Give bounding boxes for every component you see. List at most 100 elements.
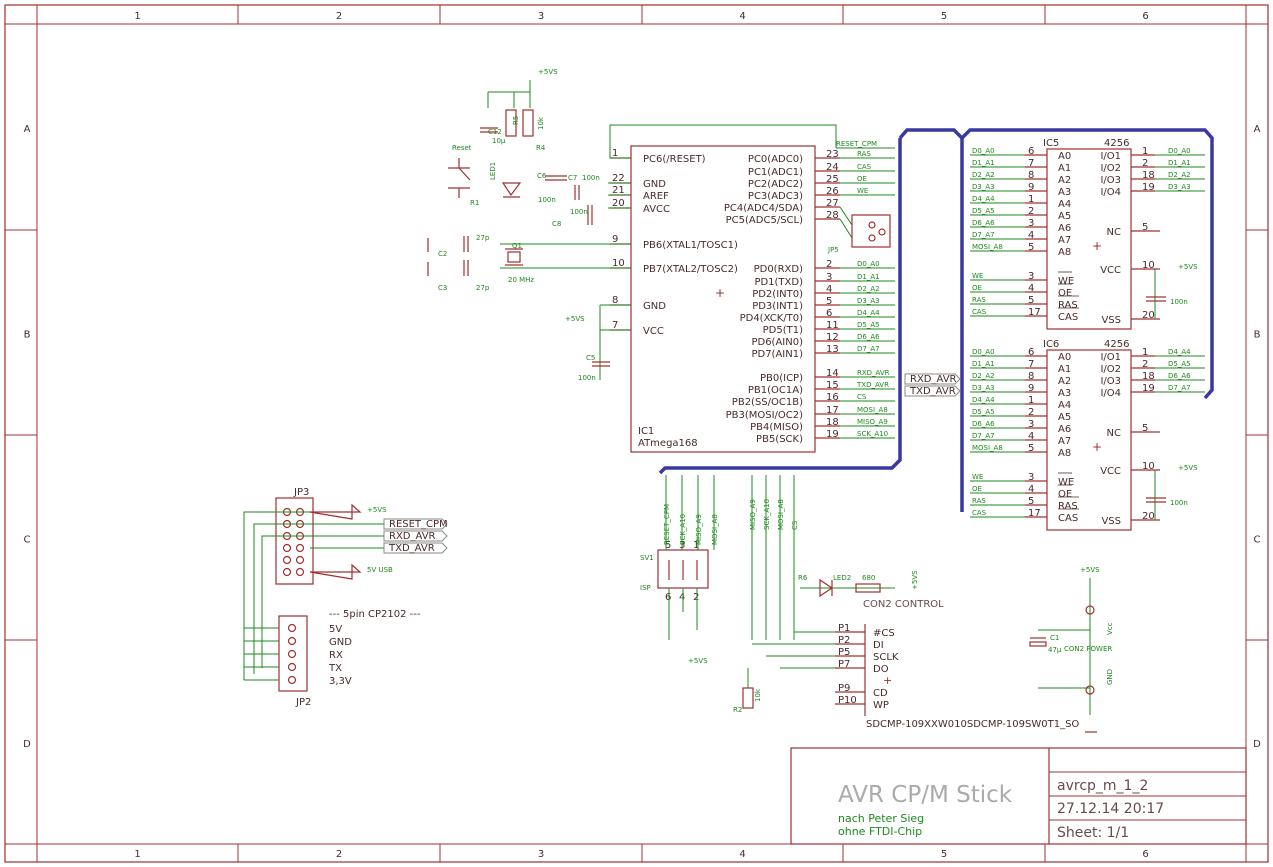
mcu-pin-number: 11 bbox=[826, 320, 839, 331]
mcu-pin-number: 14 bbox=[826, 368, 839, 379]
dram-pin-number: 5 bbox=[1028, 242, 1034, 253]
supply-label: +5VS bbox=[1178, 263, 1198, 271]
net-label: WE bbox=[857, 187, 868, 195]
row-label-right: A bbox=[1254, 124, 1261, 135]
dram-pin-number: 20 bbox=[1142, 310, 1155, 321]
dram-pin-number: 2 bbox=[1142, 158, 1148, 169]
row-label-left: B bbox=[24, 330, 31, 341]
dram-pin-number: 6 bbox=[1028, 146, 1034, 157]
sd-pin-number: P2 bbox=[838, 635, 850, 646]
isp-net-label: MISO_A9 bbox=[695, 514, 703, 545]
decoupling-cap-value: 100n bbox=[1170, 499, 1188, 507]
title-block: AVR CP/M Stick nach Peter Sieg ohne FTDI… bbox=[790, 747, 1247, 845]
dram-pin-number: 3 bbox=[1028, 271, 1034, 282]
dram-addr-pin: A2 bbox=[1058, 175, 1071, 186]
dram-pin-number: 9 bbox=[1028, 383, 1034, 394]
mcu-pin-name: PC0(ADC0) bbox=[748, 154, 803, 165]
dram-name: IC6 bbox=[1043, 339, 1059, 350]
r6-value: 680 bbox=[862, 574, 875, 582]
mcu-pin-number: 4 bbox=[826, 284, 832, 295]
dram-pin-number: 1 bbox=[1142, 146, 1148, 157]
dram-type: 4256 bbox=[1104, 339, 1129, 350]
c2-label: C2 bbox=[438, 250, 447, 258]
dram-io-pin: I/O3 bbox=[1100, 376, 1121, 387]
row-label-left: A bbox=[24, 124, 31, 135]
mcu-pin-number: 25 bbox=[826, 174, 839, 185]
mcu-pin-number: 9 bbox=[612, 234, 618, 245]
mcu-pin-number: 6 bbox=[826, 308, 832, 319]
isp-pin-number: 5 bbox=[665, 540, 671, 551]
jp3-net-flag: RESET_CPM bbox=[389, 519, 448, 530]
mcu-pin-number: 22 bbox=[612, 173, 625, 184]
dram-ctrl-pin: WE bbox=[1058, 477, 1074, 488]
net-label: RXD_AVR bbox=[857, 369, 890, 377]
sd-pin-name: DI bbox=[873, 640, 884, 651]
net-label: D3_A3 bbox=[972, 183, 995, 191]
mcu-name: IC1 bbox=[638, 426, 654, 437]
net-label: SCK_A10 bbox=[857, 430, 888, 438]
project-title: AVR CP/M Stick bbox=[838, 782, 1013, 808]
reset-clock-circuit: +5VS R5 R4 10k C12 10µ Reset R1 LED1 C6 … bbox=[427, 68, 610, 382]
power-supply: +5VS bbox=[1080, 566, 1100, 574]
net-label: RAS bbox=[972, 497, 986, 505]
mcu-pin-number: 7 bbox=[612, 320, 618, 331]
sd-pin-name: SCLK bbox=[873, 652, 899, 663]
dram-pin-number: 2 bbox=[1028, 206, 1034, 217]
sd-pin-name: WP bbox=[873, 700, 889, 711]
r5-label: R5 bbox=[512, 116, 520, 125]
net-label: D5_A5 bbox=[972, 207, 995, 215]
dram-pin-number: 17 bbox=[1028, 508, 1041, 519]
dram-pin-number: 4 bbox=[1028, 283, 1034, 294]
column-label-top: 4 bbox=[739, 11, 745, 22]
mcu-pin-number: 15 bbox=[826, 380, 839, 391]
c8-label: C8 bbox=[552, 220, 561, 228]
net-label: D0_A0 bbox=[1168, 147, 1191, 155]
net-label: D5_A5 bbox=[1168, 360, 1191, 368]
dram-pin-number: 3 bbox=[1028, 218, 1034, 229]
mcu-pin-number: 17 bbox=[826, 405, 839, 416]
dram-pin-number: 4 bbox=[1028, 484, 1034, 495]
net-label: D3_A3 bbox=[1168, 183, 1191, 191]
mcu-pin-name: AREF bbox=[643, 191, 669, 202]
column-label-bottom: 2 bbox=[336, 849, 342, 860]
led2-label: LED2 bbox=[833, 574, 851, 582]
c9-value: 100n bbox=[570, 208, 588, 216]
net-label: CAS bbox=[972, 308, 987, 316]
column-label-bottom: 6 bbox=[1142, 849, 1148, 860]
dram-type: 4256 bbox=[1104, 138, 1129, 149]
dram-addr-pin: A6 bbox=[1058, 424, 1071, 435]
isp-net-label: MOSI_A8 bbox=[711, 514, 719, 545]
net-label: D1_A1 bbox=[972, 360, 995, 368]
r2-value: 10k bbox=[754, 688, 762, 702]
column-label-top: 2 bbox=[336, 11, 342, 22]
dram-addr-pin: A3 bbox=[1058, 187, 1071, 198]
net-label: D0_A0 bbox=[972, 147, 995, 155]
dram-pin-number: 7 bbox=[1028, 158, 1034, 169]
mcu-pin-name: PD0(RXD) bbox=[754, 264, 803, 275]
dram-pin-number: 2 bbox=[1142, 359, 1148, 370]
mcu-ic1: PC6(/RESET)1GND22AREF21AVCC20PB6(XTAL1/T… bbox=[500, 124, 961, 453]
sd-net-label: SCK_A10 bbox=[763, 499, 771, 530]
dram-pin-number: 10 bbox=[1142, 461, 1155, 472]
dram-addr-pin: A7 bbox=[1058, 235, 1071, 246]
mcu-pin-name: GND bbox=[643, 179, 666, 190]
mcu-pin-number: 12 bbox=[826, 332, 839, 343]
c2-value: 27p bbox=[476, 234, 490, 242]
net-label: CAS bbox=[857, 163, 872, 171]
dram-addr-pin: A5 bbox=[1058, 211, 1071, 222]
dram-io-pin: I/O3 bbox=[1100, 175, 1121, 186]
mcu-pin-name: PB7(XTAL2/TOSC2) bbox=[643, 264, 738, 275]
dram-pin-number: 19 bbox=[1142, 182, 1155, 193]
row-label-left: D bbox=[23, 739, 31, 750]
dram-addr-pin: A6 bbox=[1058, 223, 1071, 234]
row-label-left: C bbox=[24, 535, 31, 546]
dram-addr-pin: A5 bbox=[1058, 412, 1071, 423]
dram-pin-number: 7 bbox=[1028, 359, 1034, 370]
net-label: RAS bbox=[972, 296, 986, 304]
net-label: D1_A1 bbox=[972, 159, 995, 167]
net-label: D6_A6 bbox=[972, 420, 995, 428]
dram-addr-pin: A4 bbox=[1058, 199, 1071, 210]
c8-value: 100n bbox=[538, 196, 556, 204]
dram-pin-number: 5 bbox=[1028, 496, 1034, 507]
